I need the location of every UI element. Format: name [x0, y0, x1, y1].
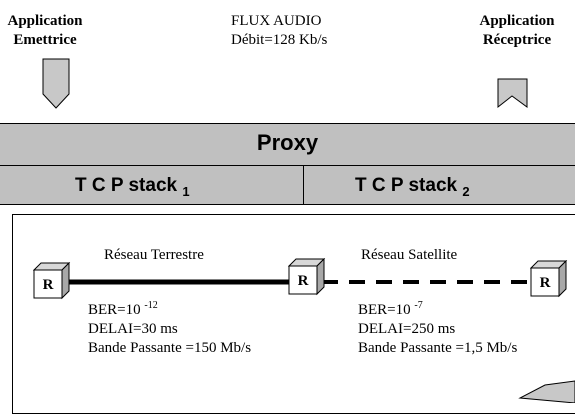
sender-app-line2: Emettrice [13, 32, 77, 48]
flux-rate: Débit=128 Kb/s [231, 32, 328, 48]
satellite-params: BER=10 -7 DELAI=250 ms Bande Passante =1… [358, 296, 517, 358]
terrestrial-delay: DELAI=30 ms [88, 321, 178, 337]
terrestrial-params: BER=10 -12 DELAI=30 ms Bande Passante =1… [88, 296, 251, 358]
proxy-band [0, 123, 575, 166]
satellite-ber: BER=10 -7 [358, 300, 423, 318]
down-arrow-sender-icon [42, 58, 70, 109]
tcp-stack-2: T C P stack 2 [355, 175, 470, 199]
sender-app-line1: Application [7, 13, 83, 29]
flux-audio-label: FLUX AUDIO Débit=128 Kb/s [231, 12, 327, 50]
router-3-label: R [539, 275, 551, 291]
router-3-icon [530, 260, 568, 298]
receiver-app-line2: Réceptrice [482, 32, 552, 48]
router-1-icon [33, 262, 71, 300]
satellite-dish-icon [518, 380, 575, 403]
sender-app-label: Application Emettrice [0, 12, 90, 50]
flux-title: FLUX AUDIO [231, 13, 322, 29]
tcp-stack-band [0, 166, 575, 205]
satellite-bandwidth: Bande Passante =1,5 Mb/s [358, 340, 518, 356]
receiver-app-line1: Application [479, 13, 555, 29]
terrestrial-ber: BER=10 -12 [88, 300, 158, 318]
satellite-delay: DELAI=250 ms [358, 321, 456, 337]
receiver-app-label: Application Réceptrice [462, 12, 572, 50]
tcp-stack-1: T C P stack 1 [75, 175, 190, 199]
terrestrial-network-name: Réseau Terrestre [104, 247, 204, 263]
router-1-label: R [42, 277, 54, 293]
router-2-icon [288, 258, 326, 296]
router-2-label: R [297, 273, 309, 289]
stack-divider [303, 166, 304, 205]
proxy-title: Proxy [256, 130, 319, 155]
satellite-network-name: Réseau Satellite [361, 247, 458, 263]
receiver-flag-icon [497, 78, 528, 109]
network-links [68, 279, 575, 403]
terrestrial-bandwidth: Bande Passante =150 Mb/s [88, 340, 252, 356]
